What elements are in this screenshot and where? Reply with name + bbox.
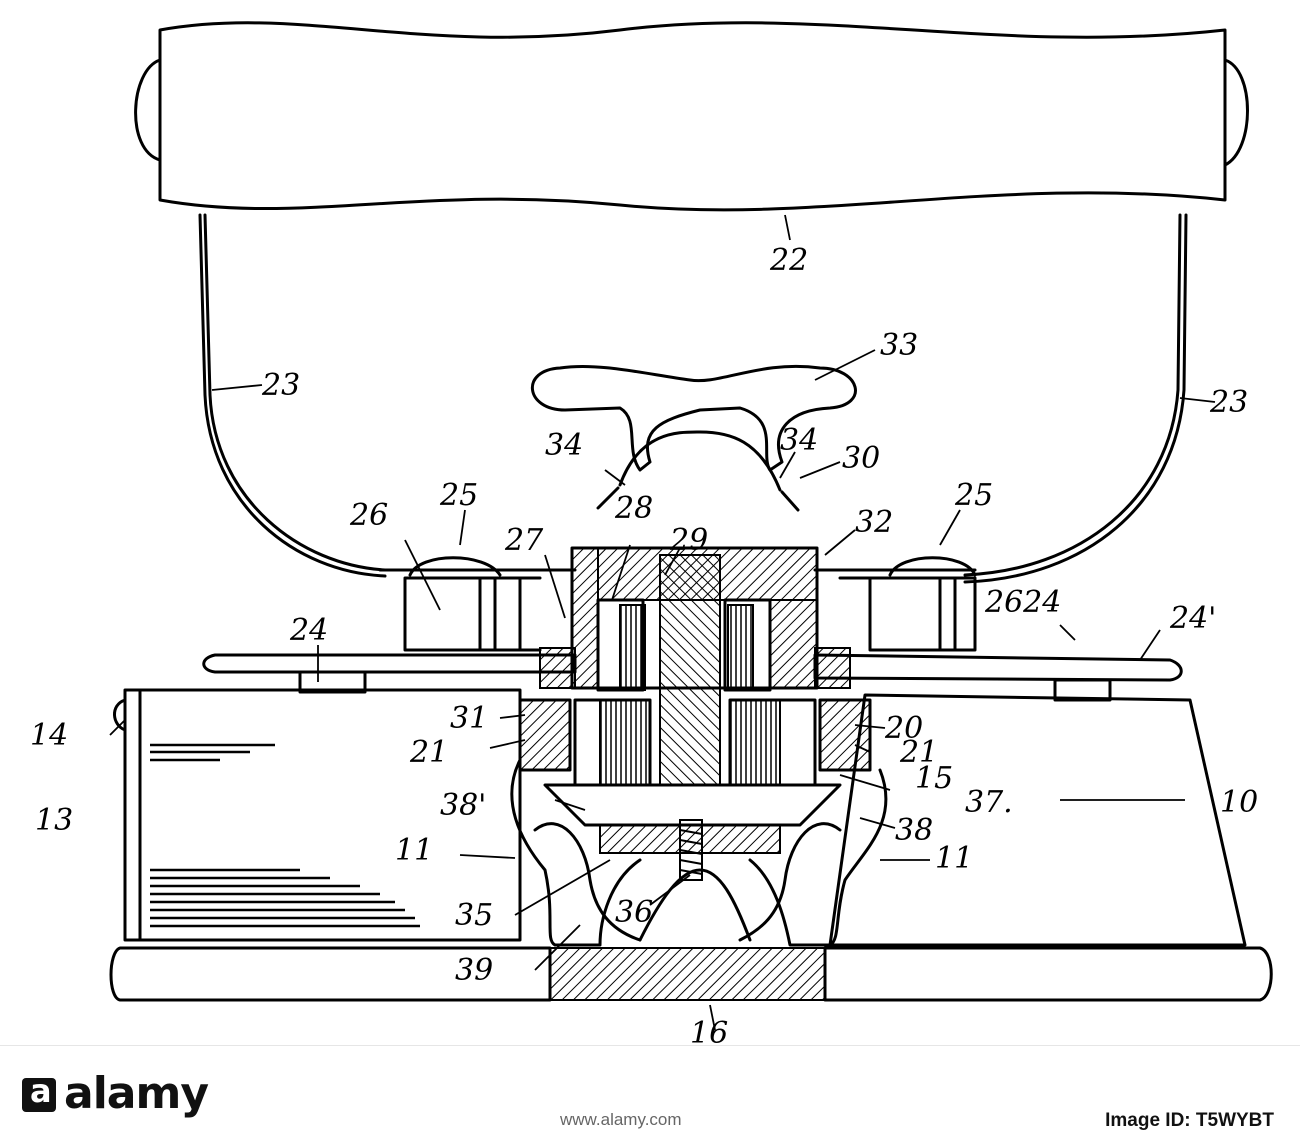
label-30: 30 xyxy=(842,441,880,476)
hatched-post xyxy=(659,554,721,786)
label-38-left: 38' xyxy=(440,788,486,823)
label-21-right: 21 xyxy=(899,735,938,770)
label-29: 29 xyxy=(669,523,708,558)
spring-finger-left-inner xyxy=(533,822,642,942)
label-32: 32 xyxy=(855,505,893,540)
long-plate xyxy=(202,653,577,674)
label-27: 27 xyxy=(504,523,544,558)
long-plate-right xyxy=(813,653,1183,682)
label-10: 10 xyxy=(1220,785,1258,820)
lined-inner-left xyxy=(619,604,646,691)
label-31: 31 xyxy=(450,701,488,736)
label-39: 39 xyxy=(455,953,493,988)
lined-inner-right xyxy=(727,604,754,691)
alamy-logo-icon xyxy=(22,1072,56,1112)
spring-finger-left xyxy=(510,758,642,947)
hatched-foot xyxy=(549,947,826,1001)
knob xyxy=(530,364,857,472)
label-23-left: 23 xyxy=(261,368,300,403)
label-21-left: 21 xyxy=(409,735,448,770)
label-26: 26 xyxy=(349,498,388,533)
watermark-footer: alamy www.alamy.com Image ID: T5WYBT xyxy=(0,1045,1300,1142)
base-block-left xyxy=(123,688,522,942)
base-left-end xyxy=(113,698,127,732)
hatched-nut-left xyxy=(519,699,571,771)
label-14: 14 xyxy=(30,718,68,753)
label-36: 36 xyxy=(615,895,653,930)
label-24-right: 24' xyxy=(1169,601,1216,636)
label-38-right: 38 xyxy=(895,813,933,848)
hatched-cup-plate xyxy=(599,824,781,854)
cylinder-right xyxy=(868,576,977,652)
label-11-right: 11 xyxy=(935,841,973,876)
handle-grip xyxy=(158,21,1227,212)
cylinder-left xyxy=(403,576,522,652)
rivet-head-left xyxy=(408,556,502,577)
label-11-left: 11 xyxy=(395,833,433,868)
left-bracket-arm-inner xyxy=(198,213,387,578)
handle-left-cap xyxy=(134,58,162,162)
label-22: 22 xyxy=(769,243,808,278)
spring-center xyxy=(638,868,752,942)
website-text: www.alamy.com xyxy=(560,1110,682,1129)
label-35: 35 xyxy=(455,898,493,933)
label-16: 16 xyxy=(690,1016,728,1045)
hatched-housing-right xyxy=(769,599,818,689)
label-24-left: 24 xyxy=(289,613,328,648)
lined-cavity-right xyxy=(729,699,781,786)
label-33: 33 xyxy=(880,328,918,363)
label-37: 37. xyxy=(965,785,1013,820)
hatched-collar-right xyxy=(814,647,851,689)
bottom-rail-right xyxy=(823,946,1273,1002)
label-13: 13 xyxy=(35,803,73,838)
logo-text: alamy xyxy=(64,1068,209,1119)
label-25-right: 25 xyxy=(954,478,993,513)
lined-cavity-left xyxy=(599,699,651,786)
hatched-nut-right xyxy=(819,699,871,771)
label-28: 28 xyxy=(614,491,653,526)
label-34-left: 34 xyxy=(545,428,583,463)
alamy-logo[interactable]: alamy xyxy=(22,1068,209,1119)
bottom-rail-left xyxy=(109,946,552,1002)
label-23-right: 23 xyxy=(1209,385,1248,420)
label-25-left: 25 xyxy=(439,478,478,513)
label-2624: 2624 xyxy=(984,585,1061,620)
left-bracket-arm xyxy=(203,213,387,572)
base-block-right xyxy=(828,693,1247,947)
right-bracket-arm-inner xyxy=(963,213,1188,584)
right-bracket-arm xyxy=(963,213,1182,577)
patent-drawing: 22 23 23 33 34 34 30 25 25 26 27 28 29 3… xyxy=(30,21,1273,1045)
hatched-collar-left xyxy=(539,647,576,689)
dome-cap xyxy=(618,430,782,492)
label-34-right: 34 xyxy=(780,423,818,458)
label-20: 20 xyxy=(884,711,923,746)
hatched-housing-left xyxy=(571,547,599,689)
image-id-text: Image ID: T5WYBT xyxy=(1105,1110,1274,1131)
rivet-head-right xyxy=(888,556,977,577)
label-15: 15 xyxy=(915,761,953,796)
handle-right-cap xyxy=(1223,58,1249,167)
spring-finger-right-inner xyxy=(738,822,842,942)
